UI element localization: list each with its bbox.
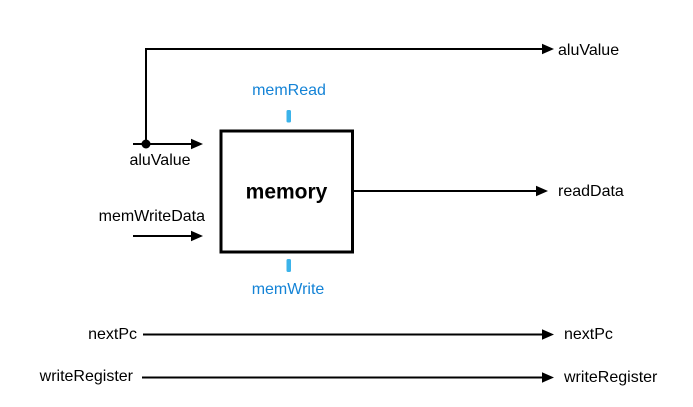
arrowhead-writeregister [542,372,554,383]
wire-aluvalue-bypass [145,48,545,144]
memwrite-label: memWrite [251,280,325,298]
arrowhead-memwritedata [191,230,203,242]
arrowhead-aluvalue-out [542,43,554,55]
writeregister-in-label: writeRegister [39,367,133,385]
aluvalue-in-label: aluValue [129,152,191,169]
memread-label: memRead [252,82,326,99]
memory-block [219,129,354,254]
nextpc-in-label: nextPc [88,325,137,343]
arrowhead-nextpc [542,329,554,340]
junction-dot-aluvalue [141,139,151,149]
readdata-label: readData [558,182,624,200]
writeregister-out-label: writeRegister [564,368,658,386]
memread-control-dash [286,110,291,123]
arrowhead-readdata [536,185,548,197]
nextpc-out-label: nextPc [564,325,613,343]
memwrite-control-dash [286,259,291,272]
memory-block-label: memory [245,180,328,203]
aluvalue-out-label: aluValue [558,41,620,59]
memwritedata-label: memWriteData [98,208,205,225]
arrowhead-aluvalue-in [191,138,203,150]
